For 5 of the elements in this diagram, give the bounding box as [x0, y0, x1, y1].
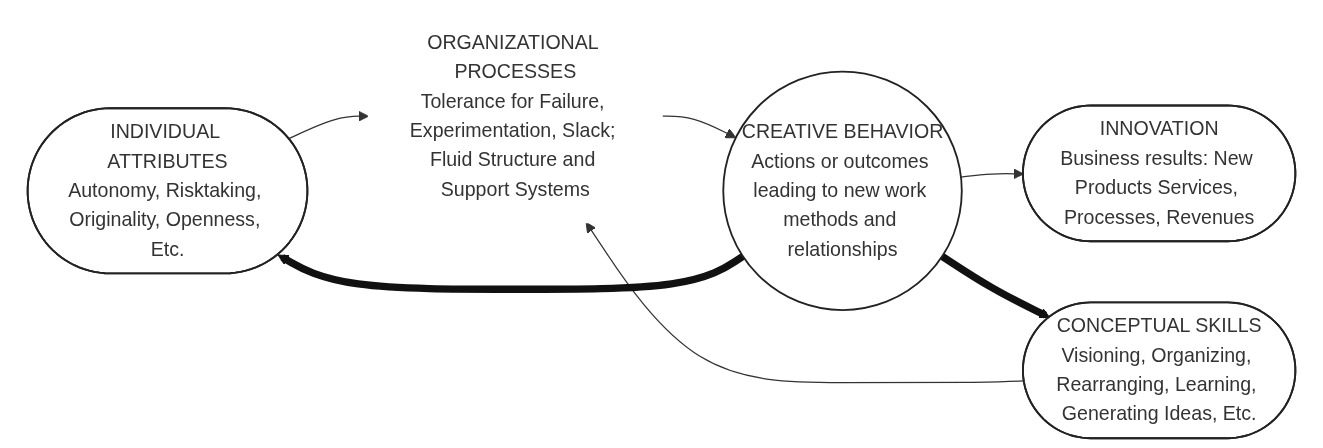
node-text: ORGANIZATIONAL PROCESSES Tolerance for Failure, Experimentation, Slack; Fluid Structure and Support Systems: [409, 31, 616, 200]
arrow: [940, 253, 1051, 319]
arrow: [277, 253, 745, 293]
arrow: [288, 110, 369, 140]
node-circle: CREATIVE BEHAVIOR Actions or outcomes leading to new work methods and relationships: [722, 70, 963, 311]
